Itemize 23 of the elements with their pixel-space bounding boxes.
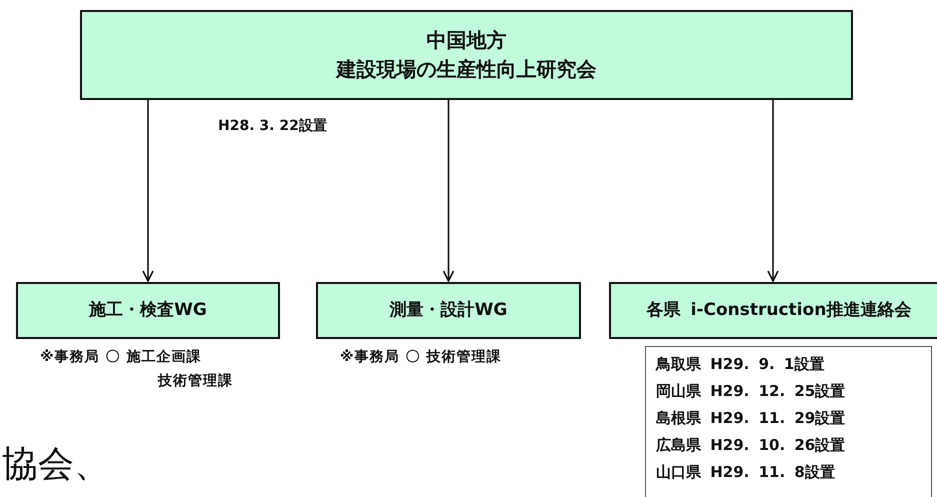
- process-box: [16, 282, 280, 339]
- box-title: 各県 i-Construction推進連絡会: [646, 300, 912, 321]
- note-text: 技術管理課: [158, 372, 233, 390]
- note-text: ※事務局 〇 施工企画課: [40, 348, 202, 366]
- list-box: [645, 346, 932, 497]
- box-title: 中国地方: [426, 27, 506, 54]
- process-box: [609, 282, 937, 339]
- label-text: H28. 3. 22設置: [218, 117, 327, 135]
- box-title: 建設現場の生産性向上研究会: [336, 56, 596, 83]
- list-item: 広島県 H29. 10. 26設置: [656, 435, 846, 456]
- box-title: 施工・検査WG: [89, 300, 207, 321]
- arrow: [142, 100, 154, 282]
- box-title: 測量・設計WG: [390, 300, 508, 321]
- arrow: [767, 100, 779, 282]
- list-item: 島根県 H29. 11. 29設置: [656, 408, 846, 429]
- list-item: 岡山県 H29. 12. 25設置: [656, 381, 846, 402]
- process-box: [80, 10, 853, 100]
- list-item: 鳥取県 H29. 9. 1設置: [656, 354, 824, 375]
- note-text: ※事務局 〇 技術管理課: [340, 348, 502, 366]
- list-item: 山口県 H29. 11. 8設置: [656, 462, 835, 483]
- arrow: [442, 100, 454, 282]
- label-text: 協会、: [2, 443, 110, 487]
- process-box: [316, 282, 581, 339]
